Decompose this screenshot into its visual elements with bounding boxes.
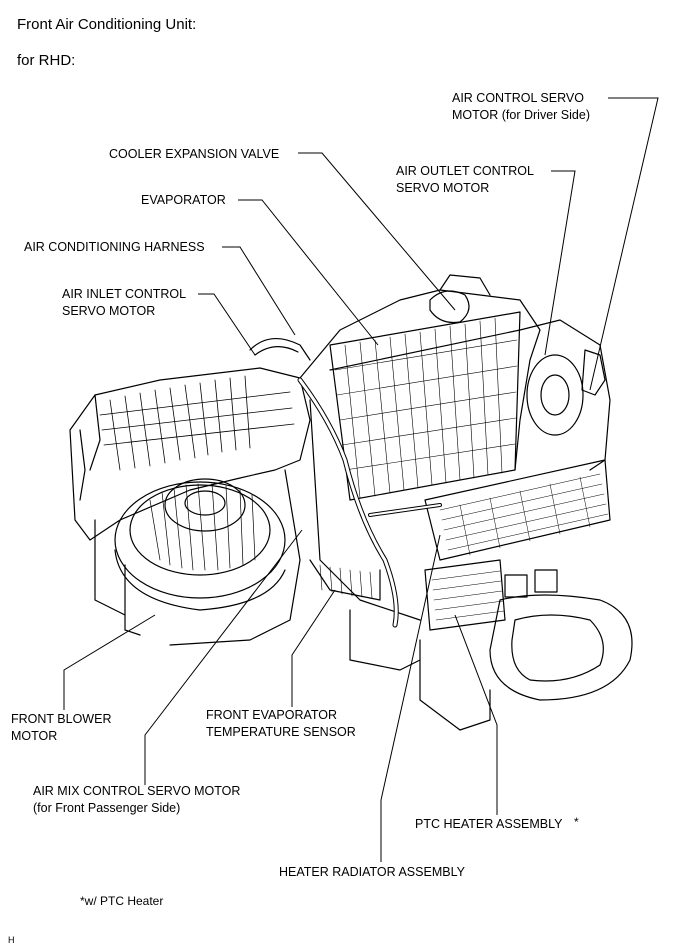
label-ptc-asterisk: * bbox=[574, 815, 579, 829]
leader-front-blower bbox=[63, 614, 156, 710]
unit-drawing bbox=[69, 274, 633, 731]
leader-lines bbox=[63, 97, 659, 862]
label-air-inlet-servo-2: SERVO MOTOR bbox=[62, 304, 156, 318]
label-cooler-expansion-valve: COOLER EXPANSION VALVE bbox=[109, 147, 280, 161]
leader-heater-radiator bbox=[380, 534, 441, 862]
page-subtitle: for RHD: bbox=[17, 52, 76, 69]
leader-evap-sensor bbox=[291, 589, 336, 707]
leader-air-mix-servo bbox=[144, 529, 303, 785]
label-front-blower-2: MOTOR bbox=[11, 729, 58, 743]
label-air-outlet-servo-2: SERVO MOTOR bbox=[396, 181, 490, 195]
leader-ptc-heater bbox=[454, 614, 498, 815]
footnote: *w/ PTC Heater bbox=[80, 894, 164, 908]
label-ac-harness: AIR CONDITIONING HARNESS bbox=[24, 240, 205, 254]
label-air-mix-servo-2: (for Front Passenger Side) bbox=[33, 801, 181, 815]
leader-evaporator bbox=[238, 199, 379, 346]
leader-cooler-expansion-valve bbox=[298, 152, 456, 311]
label-evaporator: EVAPORATOR bbox=[141, 193, 226, 207]
corner-mark: H bbox=[8, 935, 15, 945]
label-evap-sensor-2: TEMPERATURE SENSOR bbox=[206, 725, 356, 739]
label-air-inlet-servo-1: AIR INLET CONTROL bbox=[62, 287, 187, 301]
label-air-mix-servo-1: AIR MIX CONTROL SERVO MOTOR bbox=[33, 784, 241, 798]
label-ptc-heater: PTC HEATER ASSEMBLY bbox=[415, 817, 563, 831]
page-title: Front Air Conditioning Unit: bbox=[17, 16, 197, 33]
label-air-control-servo-1: AIR CONTROL SERVO bbox=[452, 91, 584, 105]
label-air-outlet-servo-1: AIR OUTLET CONTROL bbox=[396, 164, 534, 178]
label-front-blower-1: FRONT BLOWER bbox=[11, 712, 112, 726]
leader-air-inlet-servo bbox=[198, 293, 256, 356]
label-air-control-servo-2: MOTOR (for Driver Side) bbox=[452, 108, 590, 122]
label-evap-sensor-1: FRONT EVAPORATOR bbox=[206, 708, 338, 722]
leader-air-control-servo bbox=[589, 97, 659, 391]
leader-air-outlet-servo bbox=[544, 170, 576, 356]
label-heater-radiator: HEATER RADIATOR ASSEMBLY bbox=[279, 865, 465, 879]
leader-ac-harness bbox=[222, 246, 296, 336]
